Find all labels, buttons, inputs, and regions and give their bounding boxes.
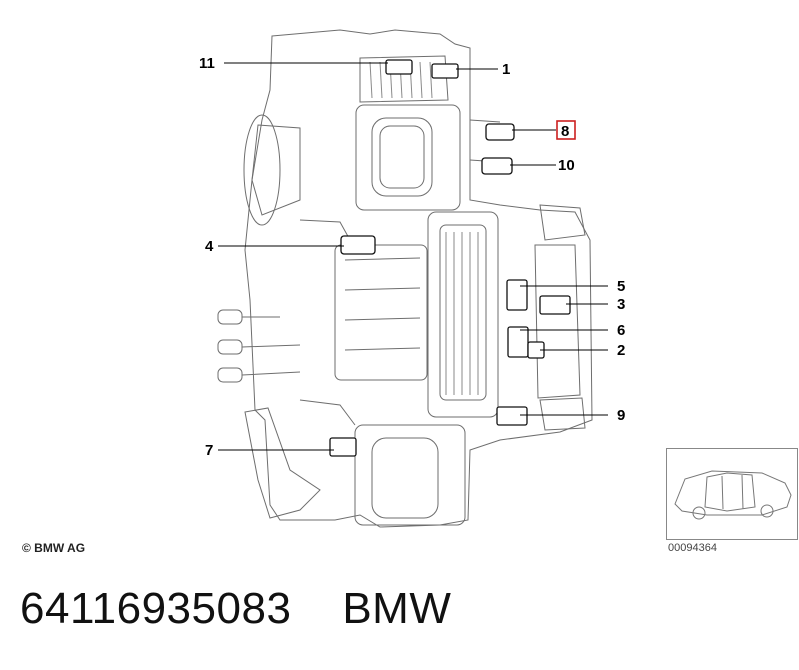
callout-6: 6 <box>617 322 625 339</box>
callout-11: 11 <box>199 55 215 72</box>
callout-8: 8 <box>561 123 569 140</box>
upper-blower-housing <box>355 104 461 211</box>
callout-10: 10 <box>558 157 575 174</box>
left-duct <box>251 124 301 216</box>
callout-4: 4 <box>205 238 214 255</box>
right-flange <box>539 204 586 241</box>
heater-unit-diagram: 11 1 8 10 4 5 3 6 2 9 7 <box>199 29 625 528</box>
callout-3: 3 <box>617 296 625 313</box>
coolant-pipes <box>217 309 301 383</box>
callout-5: 5 <box>617 278 625 295</box>
car-outline-icon <box>674 470 792 520</box>
heater-core <box>334 244 428 381</box>
connector-4 <box>340 235 376 255</box>
callout-2: 2 <box>617 342 625 359</box>
figure-number: 00094364 <box>668 542 717 554</box>
callout-9: 9 <box>617 407 625 424</box>
connector-11 <box>385 59 413 75</box>
housing-outline <box>244 29 593 528</box>
callout-7: 7 <box>205 442 213 459</box>
part-info: 64116935083 BMW <box>20 584 451 634</box>
lower-left-duct <box>244 407 321 519</box>
connector-3 <box>539 295 571 315</box>
copyright-notice: © BMW AG <box>22 541 86 555</box>
connector-7 <box>329 437 357 457</box>
lower-blower-housing <box>354 424 466 526</box>
callout-1: 1 <box>502 61 510 78</box>
part-number: 64116935083 <box>20 584 292 633</box>
central-vent <box>427 211 499 418</box>
callout-8-highlight-box <box>556 120 576 140</box>
vehicle-location-thumbnail <box>666 448 798 540</box>
connector-6 <box>507 326 529 358</box>
brand-name: BMW <box>342 584 452 633</box>
connector-10 <box>481 157 513 175</box>
connector-5 <box>506 279 528 311</box>
connector-1 <box>431 63 459 79</box>
connector-8 <box>485 123 515 141</box>
connector-9 <box>496 406 528 426</box>
